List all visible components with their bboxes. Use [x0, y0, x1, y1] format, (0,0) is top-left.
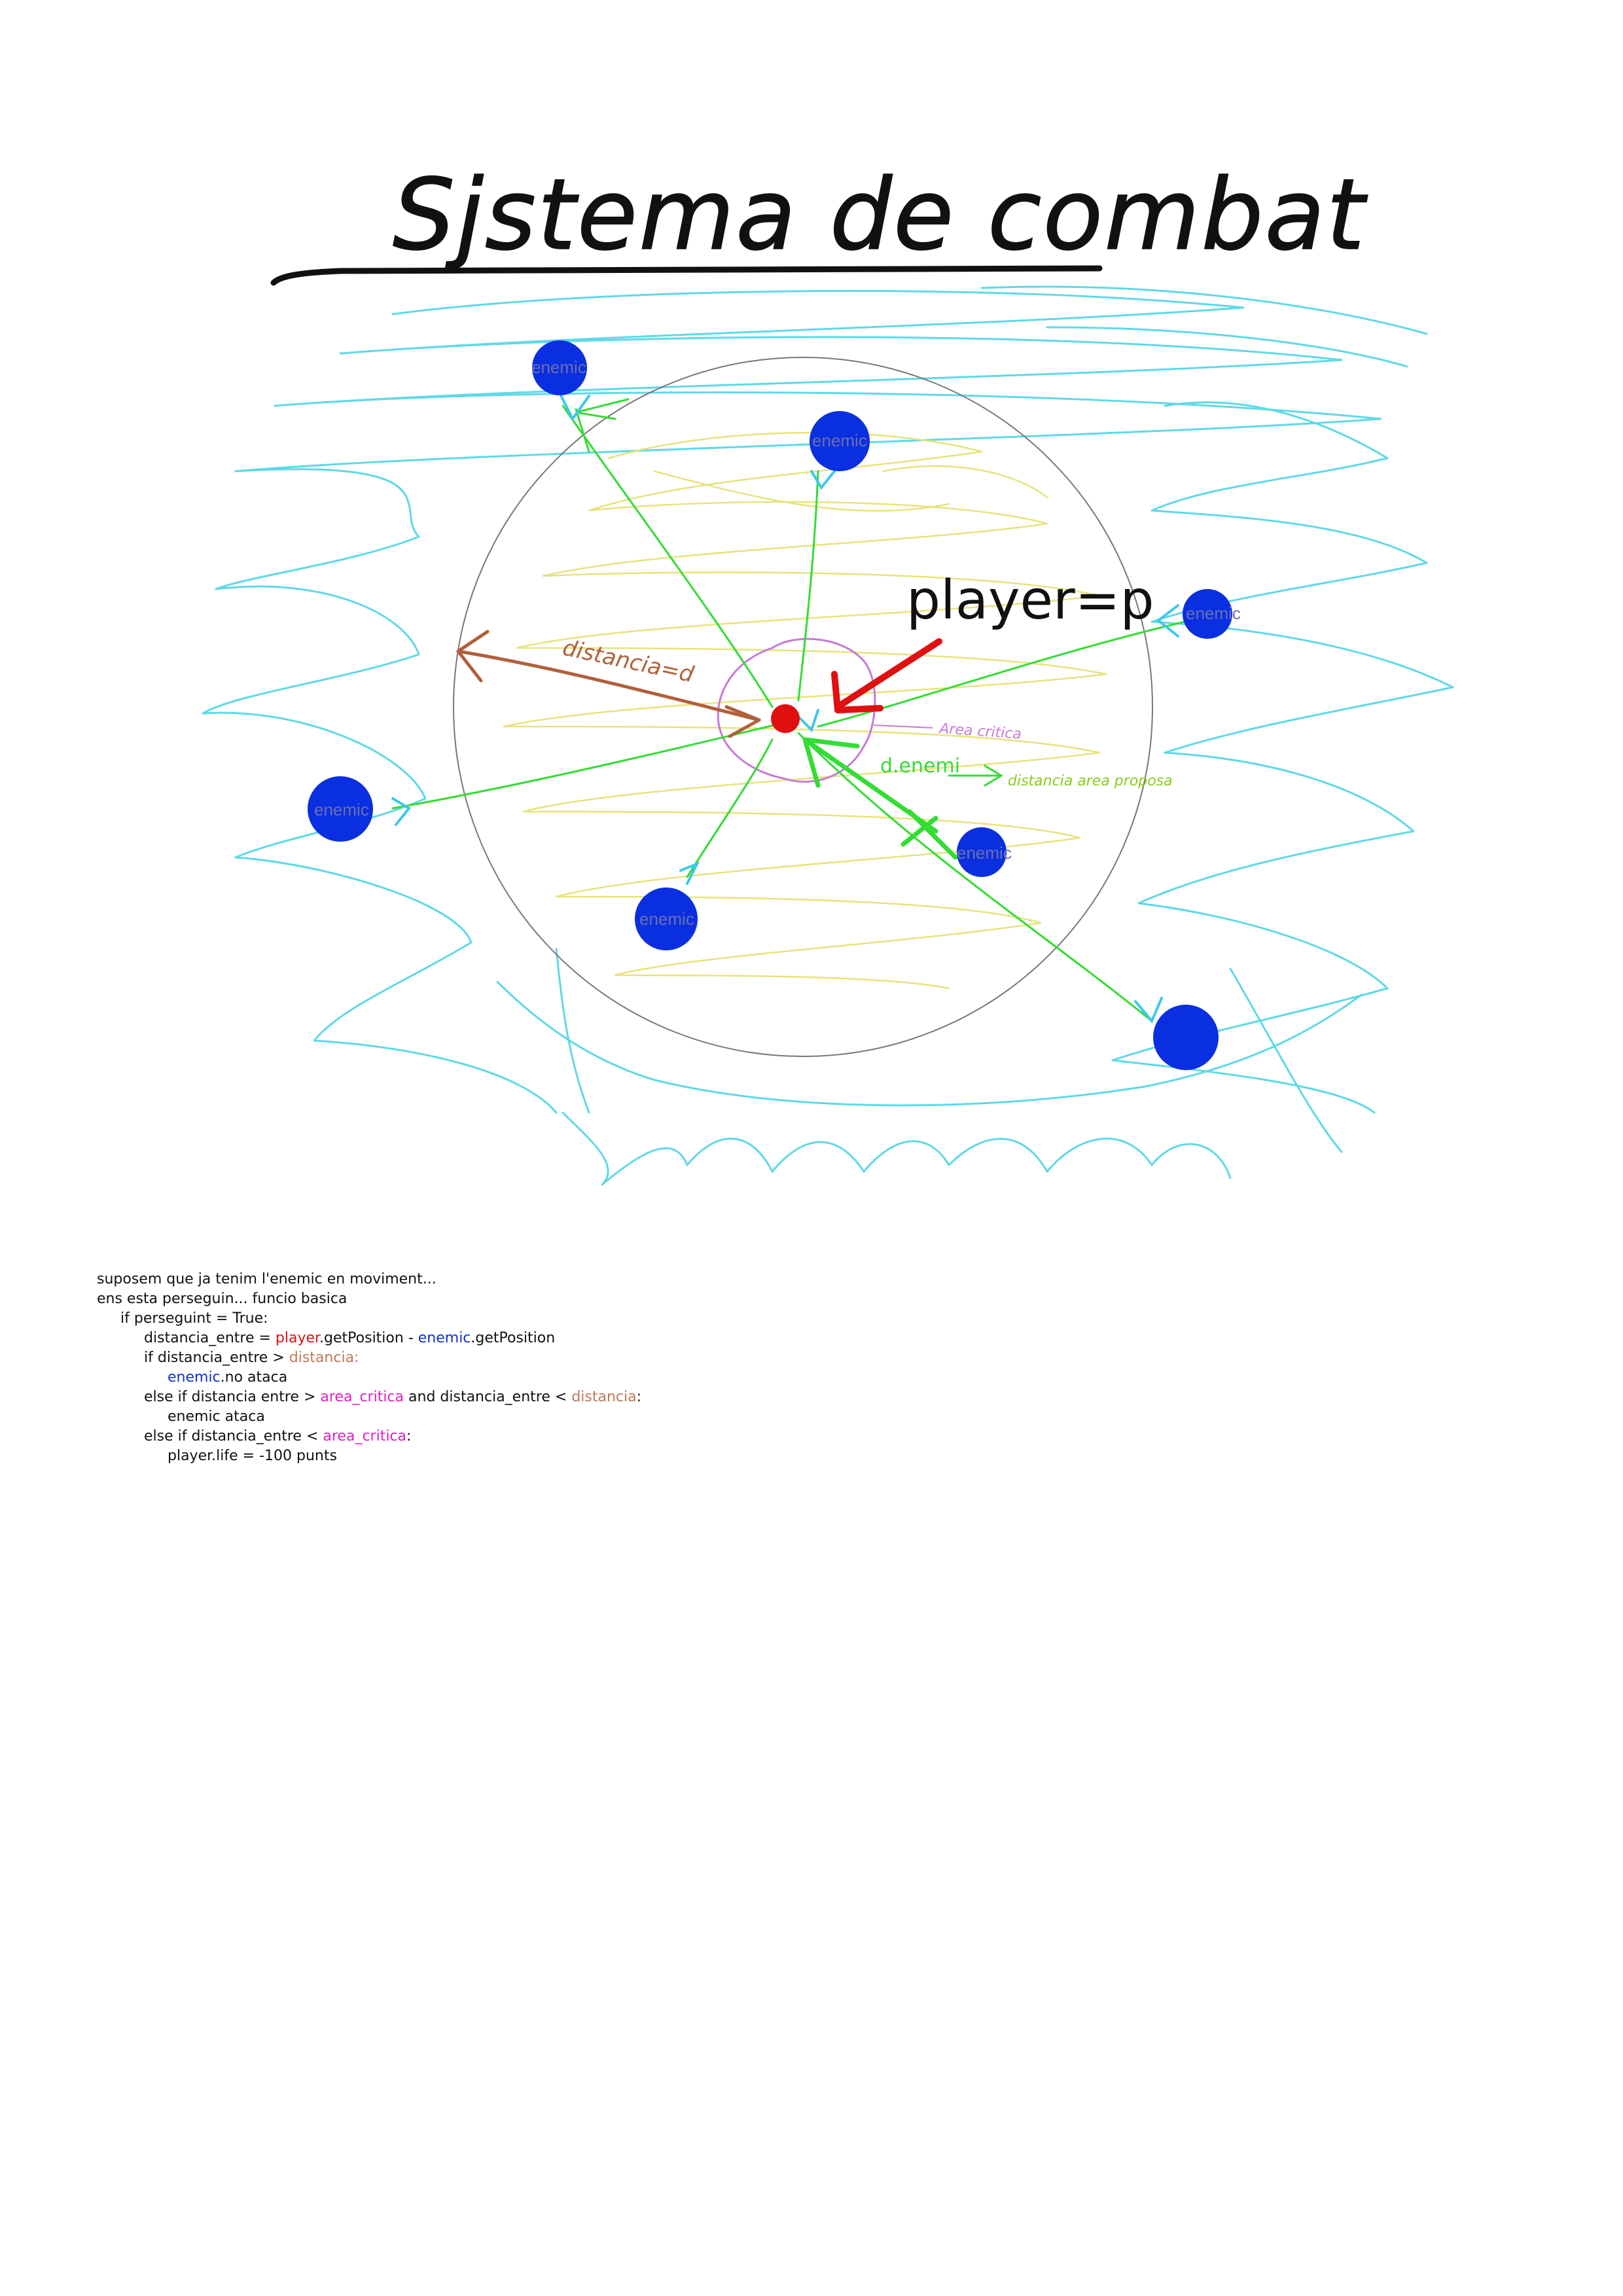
code-line: else if distancia_entre < area_critica: [144, 1428, 412, 1444]
code-line: else if distancia entre > area_critica a… [144, 1389, 642, 1405]
code-line: if distancia_entre > distancia: [144, 1350, 359, 1366]
enemy-4: enemic [308, 776, 373, 842]
player-pointer-arrow [831, 638, 942, 713]
pseudocode-notes: suposem que ja tenim l'enemic en movimen… [97, 1270, 1079, 1466]
proposed-area-label: distancia area proposa [1008, 773, 1173, 789]
proposed-area-arrow [948, 764, 1003, 787]
enemy-label: enemic [1186, 603, 1241, 623]
enemy-1: enemic [531, 340, 587, 395]
critical-area [717, 637, 876, 783]
enemy-distance-lines [391, 398, 1186, 1022]
critical-area-pointer [873, 725, 933, 728]
note-line: suposem que ja tenim l'enemic en movimen… [97, 1271, 437, 1287]
enemies: enemic enemic enemic enemic enemic enemi… [308, 340, 1241, 1070]
enemy-3: enemic [1183, 589, 1241, 639]
enemy-5: enemic [635, 888, 698, 950]
title-underline [270, 265, 1103, 286]
inner-zone-scribble [503, 431, 1107, 990]
code-line: if perseguint = True: [120, 1310, 268, 1327]
enemy-6: enemic [957, 827, 1012, 877]
code-line: player.life = -100 punts [168, 1448, 337, 1464]
player-dot [771, 704, 800, 733]
note-line: ens esta perseguin... funcio basica [97, 1291, 348, 1307]
enemy-2: enemic [810, 411, 870, 471]
enemy-label: enemic [812, 431, 867, 450]
enemy-distance-arrow [802, 737, 958, 860]
code-line: enemic ataca [168, 1408, 265, 1425]
code-line: distancia_entre = player.getPosition - e… [144, 1330, 556, 1346]
enemy-label: enemic [639, 909, 694, 929]
enemy-label: enemic [314, 800, 369, 819]
player-label: player=p [906, 569, 1154, 632]
enemy-7 [1153, 1005, 1219, 1070]
enemy-distance-label: d.enemi [880, 755, 960, 778]
detection-circle [453, 357, 1153, 1057]
combat-system-diagram: enemic enemic enemic enemic enemic enemi… [202, 158, 1454, 1186]
distance-label: distancia=d [560, 635, 696, 689]
enemy-arrowheads [391, 391, 1179, 1024]
enemy-label: enemic [957, 843, 1012, 863]
critical-area-label: Area critica [938, 721, 1022, 743]
code-line: enemic.no ataca [168, 1369, 288, 1386]
diagram-title: Sjstema de combat [393, 158, 1368, 272]
distance-arrow [456, 630, 761, 738]
enemy-label: enemic [531, 357, 586, 377]
